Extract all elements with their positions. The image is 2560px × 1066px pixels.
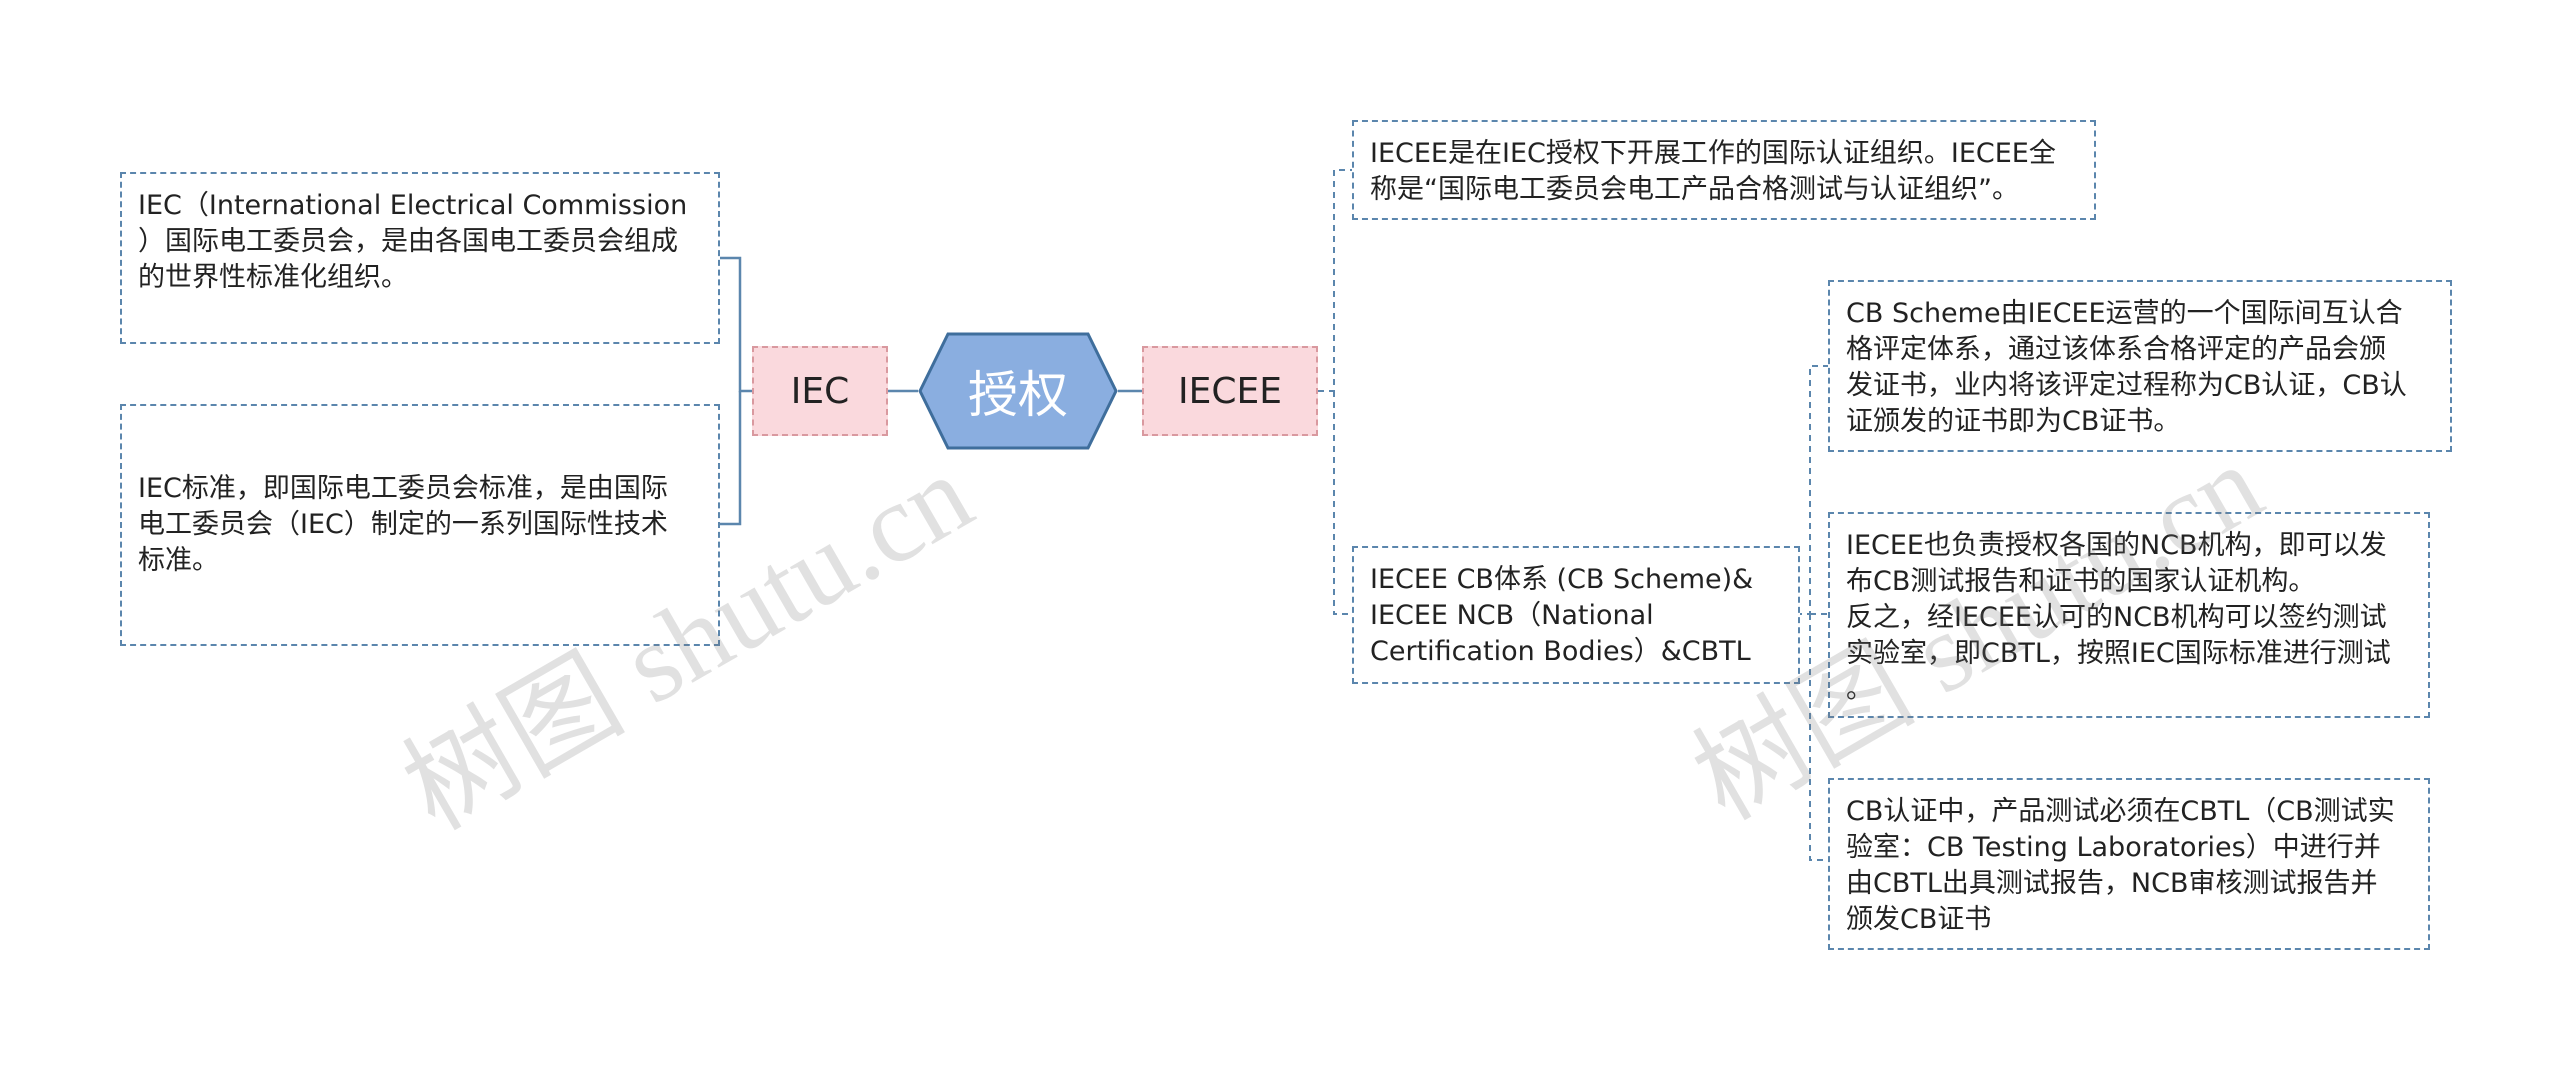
connector-cb-detail bbox=[1796, 365, 1828, 615]
branch-node-iecee[interactable]: IECEE bbox=[1142, 346, 1318, 436]
note-cb-scheme-detail: CB Scheme由IECEE运营的一个国际间互认合 格评定体系，通过该体系合格… bbox=[1828, 280, 2452, 452]
center-node-label: 授权 bbox=[968, 366, 1068, 424]
hexagon-shape bbox=[918, 332, 1118, 450]
note-iecee-definition: IECEE是在IEC授权下开展工作的国际认证组织。IECEE全 称是“国际电工委… bbox=[1352, 120, 2096, 220]
note-iec-standard: IEC标准，即国际电工委员会标准，是由国际 电工委员会（IEC）制定的一系列国际… bbox=[120, 404, 720, 646]
connector-cbtl-detail bbox=[1809, 614, 1828, 861]
connector-iec-definition bbox=[718, 256, 752, 393]
note-ncb-detail: IECEE也负责授权各国的NCB机构，即可以发 布CB测试报告和证书的国家认证机… bbox=[1828, 512, 2430, 718]
center-node[interactable]: 授权 bbox=[918, 332, 1118, 450]
note-iecee-cb-scheme: IECEE CB体系 (CB Scheme)& IECEE NCB（Nation… bbox=[1352, 546, 1800, 684]
connector-iecee-definition bbox=[1318, 169, 1352, 392]
branch-node-iec[interactable]: IEC bbox=[752, 346, 888, 436]
note-cbtl-detail: CB认证中，产品测试必须在CBTL（CB测试实 验室：CB Testing La… bbox=[1828, 778, 2430, 950]
connector-iecee-cb-scheme bbox=[1333, 391, 1352, 615]
note-iec-definition: IEC（International Electrical Commission … bbox=[120, 172, 720, 344]
connector-iec-standard bbox=[718, 391, 742, 526]
